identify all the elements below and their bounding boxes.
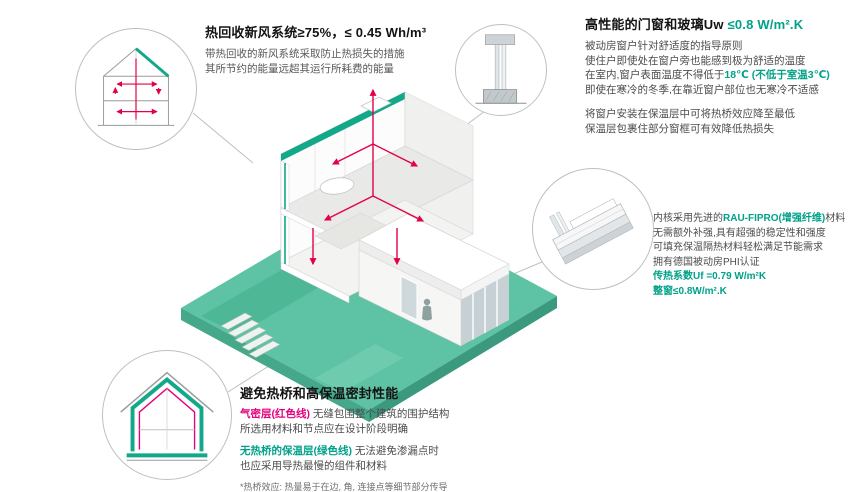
windows-line3-temp: 18℃ bbox=[724, 69, 749, 81]
windows-line6: 保温层包裹住部分窗框可有效降低热损失 bbox=[585, 122, 774, 135]
windows-body: 被动房窗户针对舒适度的指导原则 使住户即使处在窗户旁也能感到极为舒适的温度 在室… bbox=[585, 39, 860, 97]
human-figure bbox=[422, 298, 432, 321]
thermal-footnote: *热桥效应: 热量易于在边, 角, 连接点等细节部分传导 bbox=[240, 482, 448, 492]
frame-line2: 无需额外补强,具有超强的稳定性和强度 bbox=[653, 227, 826, 239]
frame-line5: 传热系数Uf =0.79 W/m²K bbox=[653, 271, 767, 282]
windows-body-2: 将窗户安装在保温层中可将热桥效应降至最低 保温层包裹住部分窗框可有效降低热损失 bbox=[585, 107, 860, 136]
window-section-bubble bbox=[455, 24, 547, 116]
window-frame-profile-icon bbox=[549, 198, 634, 265]
thermal-p1-rest: 无缝包围整个建筑的围护结构 bbox=[310, 408, 450, 420]
frame-material-section: 内核采用先进的RAU-FIPRO(增强纤维)材料 无需额外补强,具有超强的稳定性… bbox=[653, 212, 865, 299]
cutaway-house-illustration bbox=[165, 68, 570, 433]
ventilation-body: 带热回收的新风系统采取防止热损失的措施 其所节约的能量远超其运行所耗费的能量 bbox=[205, 47, 467, 76]
frame-line1-highlight: RAU-FIPRO(增强纤维) bbox=[723, 213, 826, 224]
windows-line2: 使住户即使处在窗户旁也能感到极为舒适的温度 bbox=[585, 54, 806, 67]
windows-line3-prefix: 在室内,窗户表面温度不得低于 bbox=[585, 69, 725, 81]
ventilation-body-line2: 其所节约的能量远超其运行所耗费的能量 bbox=[205, 62, 394, 75]
windows-title-prefix: 高性能的门窗和玻璃Uw bbox=[585, 17, 728, 32]
thermal-title: 避免热桥和高保温密封性能 bbox=[240, 386, 399, 401]
airtight-layer-label: 气密层(红色线) bbox=[240, 408, 310, 420]
thermal-para2: 无热桥的保温层(绿色线) 无法避免渗漏点时 也应采用导热最慢的组件和材料 bbox=[240, 444, 570, 473]
window-profile-bubble bbox=[532, 168, 654, 290]
patio-door bbox=[400, 275, 418, 321]
thermal-p2-rest: 无法避免渗漏点时 bbox=[352, 445, 439, 457]
thermal-section: 避免热桥和高保温密封性能 气密层(红色线) 无缝包围整个建筑的围护结构 所选用材… bbox=[240, 383, 570, 492]
frame-line3: 可填充保温隔热材料轻松满足节能需求 bbox=[653, 242, 823, 253]
frame-line1-suffix: 材料 bbox=[825, 213, 846, 224]
thermal-para1: 气密层(红色线) 无缝包围整个建筑的围护结构 所选用材料和节点应在设计阶段明确 bbox=[240, 407, 570, 436]
windows-title-value: ≤0.8 W/m².K bbox=[727, 17, 804, 32]
windows-line5: 将窗户安装在保温层中可将热桥效应降至最低 bbox=[585, 108, 795, 120]
house-section-insulation-icon bbox=[120, 371, 214, 461]
ventilation-body-line1: 带热回收的新风系统采取防止热损失的措施 bbox=[205, 48, 405, 60]
bathtub bbox=[319, 177, 355, 195]
ventilation-ducts bbox=[309, 88, 425, 266]
frame-line4: 拥有德国被动房PHI认证 bbox=[653, 256, 760, 268]
insulation-layer-label: 无热桥的保温层(绿色线) bbox=[240, 445, 352, 457]
frame-line1-prefix: 内核采用先进的 bbox=[653, 213, 723, 224]
ventilation-detail-bubble bbox=[75, 28, 197, 150]
windows-title: 高性能的门窗和玻璃Uw ≤0.8 W/m².K bbox=[585, 14, 860, 33]
thermal-p2-line2: 也应采用导热最慢的组件和材料 bbox=[240, 459, 387, 472]
ventilation-section: 热回收新风系统≥75%，≤ 0.45 Wh/m³ 带热回收的新风系统采取防止热损… bbox=[205, 22, 467, 76]
frame-line6: 整窗≤0.8W/m².K bbox=[653, 285, 727, 297]
windows-section: 高性能的门窗和玻璃Uw ≤0.8 W/m².K 被动房窗户针对舒适度的指导原则 … bbox=[585, 14, 860, 136]
ventilation-title: 热回收新风系统≥75%，≤ 0.45 Wh/m³ bbox=[205, 25, 427, 40]
window-section-detail-icon bbox=[475, 34, 527, 104]
windows-line4: 即使在寒冷的冬季,在靠近窗户部位也无寒冷不适感 bbox=[585, 83, 819, 96]
cutaway-house-svg bbox=[181, 88, 557, 422]
thermal-detail-bubble bbox=[102, 350, 232, 480]
exterior-stairs bbox=[220, 312, 281, 358]
windows-line3-note: (不低于室温3℃) bbox=[748, 69, 830, 81]
windows-line1: 被动房窗户针对舒适度的指导原则 bbox=[585, 40, 743, 52]
house-section-ventilation-icon bbox=[97, 47, 175, 126]
thermal-p1-line2: 所选用材料和节点应在设计阶段明确 bbox=[240, 422, 408, 435]
